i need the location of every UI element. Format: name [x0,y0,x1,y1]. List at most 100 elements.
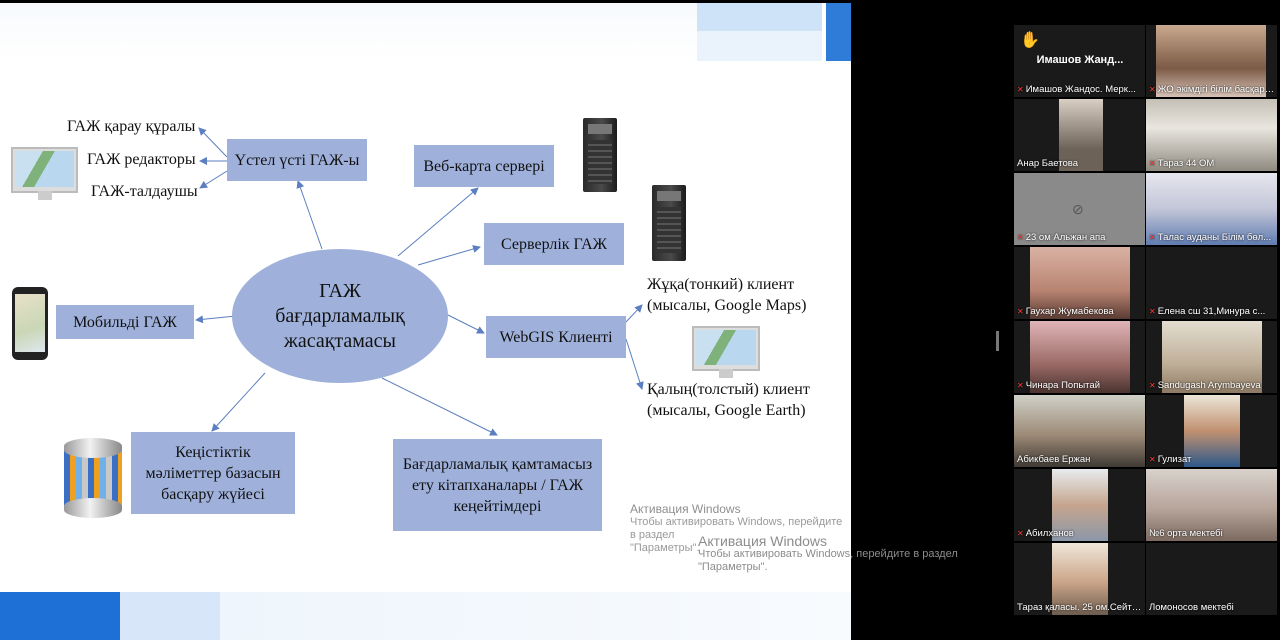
participant-name: Sandugash Arymbayeva [1157,380,1261,391]
participant-name: Абилханов [1025,528,1074,539]
mic-muted-icon: ✕ [1149,381,1156,390]
slide-deco-accent [826,3,851,61]
libraries-line-3: кеңейтімдері [453,497,542,515]
shared-slide: ГАЖ бағдарламалық жасақтамасы Үстел үсті… [0,3,851,640]
participant-tile[interactable]: ⊘ ✕23 ом Альжан апа [1014,173,1145,245]
mic-muted-icon: ✕ [1017,381,1024,390]
mobile-phone-icon [12,287,48,360]
libraries-line-1: Бағдарламалық қамтамасыз [402,455,593,473]
participant-tile[interactable]: ✕Sandugash Arymbayeva [1146,321,1277,393]
center-line-2: бағдарламалық [275,304,405,327]
participant-tile-active-speaker[interactable]: Абикбаев Ержан [1014,395,1145,467]
participant-name: Анар Баетова [1017,158,1079,169]
center-line-3: жасақтамасы [284,329,396,352]
desktop-gis-box: Үстел үсті ГАЖ-ы [227,139,367,181]
thin-client-label: Жұқа(тонкий) клиент (мысалы, Google Maps… [647,274,806,316]
gis-analyzer-label: ГАЖ-талдаушы [91,183,198,200]
slide-deco-block [697,31,822,61]
mic-muted-icon: ✕ [1149,233,1156,242]
dbms-line-2: мәліметтер базасын [145,464,281,482]
watermark-title: Активация Windows [630,502,741,516]
gis-editor-label: ГАЖ редакторы [87,151,196,168]
participant-tile[interactable]: ✕ЖО әкімдігі білім басқарм... [1146,25,1277,97]
mic-muted-icon: ✕ [1149,85,1156,94]
spatial-dbms-box: Кеңістіктік мәліметтер базасын басқару ж… [131,432,295,514]
mic-muted-icon: ✕ [1017,529,1024,538]
participant-name: Гаухар Жумабекова [1025,306,1114,317]
video-off-icon: ⊘ [1072,201,1084,217]
thin-client-line-2: (мысалы, Google Maps) [647,297,807,314]
mic-muted-icon: ✕ [1149,159,1156,168]
participant-name: 23 ом Альжан апа [1025,232,1106,243]
participant-tile[interactable]: Анар Баетова [1014,99,1145,171]
slide-top-band [0,3,697,61]
slide-deco-accent [0,592,120,640]
center-line-1: ГАЖ [319,279,361,302]
raised-hand-icon: ✋ [1020,32,1040,49]
participant-name: №6 орта мектебі [1149,528,1223,539]
map-monitor-icon [692,326,760,378]
participant-name: Гулизат [1157,454,1192,465]
server-icon [583,118,617,192]
mobile-gis-box: Мобильді ГАЖ [56,305,194,339]
dbms-line-3: басқару жүйесі [161,485,265,503]
participant-name: Тараз 44 ОМ [1157,158,1215,169]
participant-name: Елена сш 31,Минура с... [1157,306,1266,317]
participant-tile[interactable]: Тараз қаласы. 25 ом.Сейтк... [1014,543,1145,615]
dbms-line-1: Кеңістіктік [175,443,251,461]
webgis-client-box: WebGIS Клиенті [486,316,626,358]
gis-viewer-label: ГАЖ қарау құралы [67,118,196,135]
panel-resize-handle[interactable] [996,331,999,351]
participant-name: Имашов Жандос. Мерк... [1025,84,1136,95]
participant-tile[interactable]: ✕Гаухар Жумабекова [1014,247,1145,319]
slide-deco-block [697,3,822,31]
webgis-client-label: WebGIS Клиенті [499,328,613,346]
server-gis-box: Серверлік ГАЖ [484,223,624,265]
mic-muted-icon: ✕ [1017,85,1024,94]
libraries-line-2: ету кітапханалары / ГАЖ [411,476,584,494]
server-icon [652,185,686,261]
mic-muted-icon: ✕ [1149,455,1156,464]
watermark-line: Чтобы активировать Windows, перейдите в … [630,516,843,541]
mobile-gis-label: Мобильді ГАЖ [73,313,177,331]
desktop-monitor-icon [11,147,78,200]
mic-muted-icon: ✕ [1149,307,1156,316]
participant-tile[interactable]: ✕Абилханов [1014,469,1145,541]
slide-deco-block [120,592,220,640]
participant-name: ЖО әкімдігі білім басқарм... [1157,84,1275,95]
participant-tile[interactable]: №6 орта мектебі [1146,469,1277,541]
participant-tile[interactable]: ✕Гулизат [1146,395,1277,467]
watermark-line: Чтобы активировать Windows, перейдите в … [698,548,958,560]
thick-client-line-1: Қалың(толстый) клиент [647,381,810,398]
database-icon [64,438,122,518]
participant-display-name: Имашов Жанд... [1036,54,1124,66]
mic-muted-icon: ✕ [1017,307,1024,316]
participant-tile[interactable]: ✕Имашов Жандос. Мерк... [1014,25,1145,97]
thin-client-line-1: Жұқа(тонкий) клиент [647,276,795,293]
web-map-server-label: Веб-карта сервері [423,157,545,175]
participant-tile[interactable]: ✕Елена сш 31,Минура с... [1146,247,1277,319]
gis-software-node: ГАЖ бағдарламалық жасақтамасы [232,249,448,383]
participant-name: Абикбаев Ержан [1017,454,1091,465]
windows-activation-watermark: Активация Windows Чтобы активировать Win… [630,503,851,555]
participant-name: Чинара Попытай [1025,380,1100,391]
participant-tile[interactable]: ✕Тараз 44 ОМ [1146,99,1277,171]
participant-name: Талас ауданы Білім бөл... [1157,232,1272,243]
thick-client-line-2: (мысалы, Google Earth) [647,402,806,419]
server-gis-label: Серверлік ГАЖ [501,235,607,253]
watermark-line: "Параметры". [630,542,700,554]
libraries-box: Бағдарламалық қамтамасыз ету кітапханала… [393,439,602,531]
watermark-title: Активация Windows [698,533,828,549]
participant-tile[interactable]: ✕Чинара Попытай [1014,321,1145,393]
participant-tile[interactable]: Ломоносов мектебі [1146,543,1277,615]
participant-name: Тараз қаласы. 25 ом.Сейтк... [1017,602,1143,613]
watermark-line: "Параметры". [698,561,768,573]
participant-tile[interactable]: ✕Талас ауданы Білім бөл... [1146,173,1277,245]
participant-name: Ломоносов мектебі [1149,602,1234,613]
diagram-arrows [195,127,644,436]
mic-muted-icon: ✕ [1017,233,1024,242]
desktop-gis-label: Үстел үсті ГАЖ-ы [234,151,360,169]
windows-activation-watermark: Активация Windows Чтобы активировать Win… [698,533,958,574]
thick-client-label: Қалың(толстый) клиент (мысалы, Google Ea… [647,379,810,421]
slide-bottom-band [220,592,851,640]
